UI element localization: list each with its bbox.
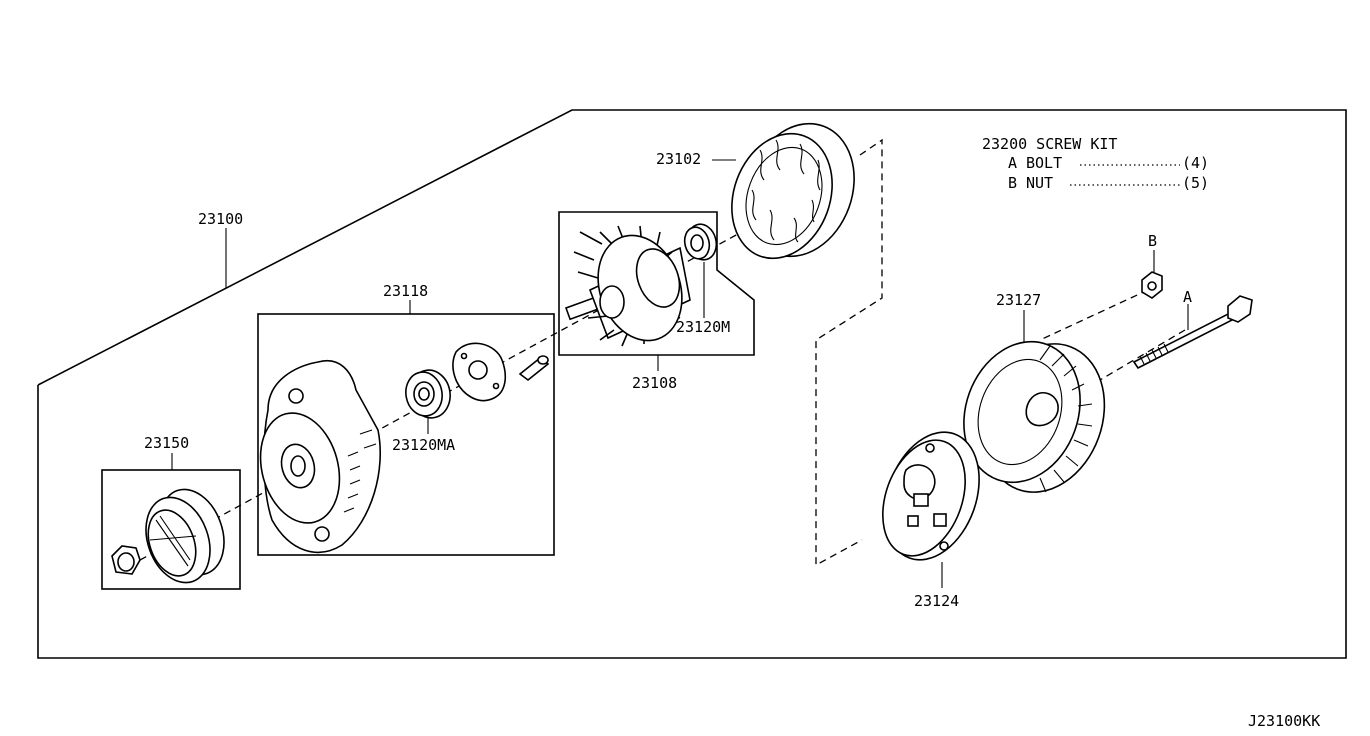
regulator-part <box>882 431 980 561</box>
rotor-part <box>564 225 691 347</box>
pulley-part <box>145 488 225 584</box>
screw-kit-row-a-qty: (4) <box>1182 154 1209 172</box>
screw-kit-row-b-code: B <box>1008 174 1017 192</box>
stator-part <box>731 122 855 260</box>
rear-housing-part <box>963 340 1106 493</box>
nut-b-part <box>1141 271 1163 299</box>
retainer-screw <box>518 355 550 382</box>
screw-kit-row-b-qty: (5) <box>1182 174 1209 192</box>
callout-b: B <box>1148 232 1157 250</box>
diagram-code: J23100KK <box>1248 712 1320 730</box>
label-23127: 23127 <box>996 291 1041 309</box>
label-23120ma: 23120MA <box>392 436 455 454</box>
screw-kit-title: 23200 SCREW KIT <box>982 135 1117 153</box>
label-23108: 23108 <box>632 374 677 392</box>
retainer-plate-part <box>452 342 507 402</box>
screw-kit-row-b-name: NUT <box>1026 174 1053 192</box>
callout-a: A <box>1183 288 1192 306</box>
label-23120m: 23120M <box>676 318 730 336</box>
rotor-box <box>558 211 755 356</box>
rear-bearing-part <box>683 223 718 261</box>
label-23118: 23118 <box>383 282 428 300</box>
label-23150: 23150 <box>144 434 189 452</box>
rear-group-dashed-outline <box>815 138 883 567</box>
label-23102: 23102 <box>656 150 701 168</box>
screw-kit-row-a-name: BOLT <box>1026 154 1062 172</box>
screw-kit-legend: 23200 SCREW KIT A BOLT (4) B NUT (5) <box>982 135 1209 192</box>
front-bearing-part <box>405 369 451 419</box>
front-housing-part <box>259 359 381 554</box>
assembly-outline <box>37 109 1347 659</box>
label-23100: 23100 <box>198 210 243 228</box>
front-housing-box <box>257 313 555 556</box>
pulley-box <box>101 469 241 590</box>
pulley-nut <box>111 545 141 575</box>
bolt-a-part <box>1132 295 1253 370</box>
label-23124: 23124 <box>914 592 959 610</box>
screw-kit-row-a-code: A <box>1008 154 1017 172</box>
